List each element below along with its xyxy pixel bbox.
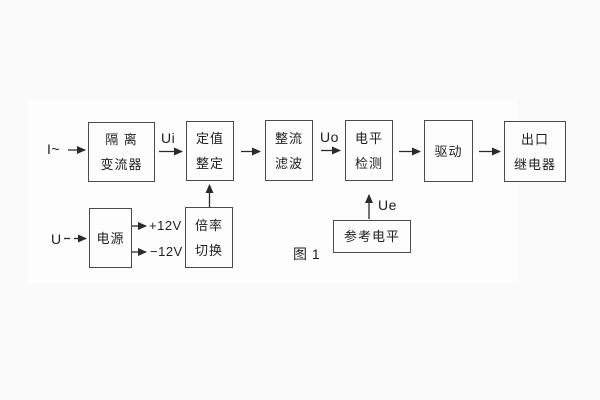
block-isolation-transformer: 隔 离 变流器 (88, 122, 155, 182)
label-ui-signal: Ui (161, 130, 176, 146)
block-label: 滤波 (274, 155, 303, 171)
block-label: 切换 (194, 242, 223, 258)
block-level-detector: 电平 检测 (345, 120, 393, 181)
block-label: 定值 (195, 131, 224, 146)
block-label: 倍率 (194, 217, 223, 233)
block-label: 整定 (195, 156, 224, 171)
block-power-supply: 电源 (89, 208, 132, 268)
block-output-relay: 出口 继电器 (504, 121, 566, 182)
block-label: 继电器 (513, 156, 556, 172)
label-current-input: I~ (47, 141, 61, 157)
label-voltage-input: U (51, 231, 62, 247)
label-minus-12v: −12V (150, 244, 183, 259)
block-driver: 驱动 (424, 120, 473, 182)
block-label: 整流 (274, 130, 303, 146)
block-label: 隔 离 (105, 132, 138, 147)
block-label: 电平 (354, 130, 383, 146)
block-reference-level: 参考电平 (333, 220, 411, 253)
block-setpoint-adjust: 定值 整定 (186, 121, 234, 181)
label-uo-signal: Uo (320, 129, 339, 145)
label-ue-signal: Ue (378, 197, 397, 213)
figure-caption: 图 1 (293, 246, 321, 262)
block-ratio-switch: 倍率 切换 (185, 207, 233, 268)
block-label: 变流器 (100, 157, 143, 172)
block-label: 出口 (520, 131, 549, 147)
block-label: 驱动 (434, 143, 463, 159)
block-label: 参考电平 (343, 229, 400, 244)
block-rectifier-filter: 整流 滤波 (265, 120, 313, 181)
block-label: 电源 (96, 230, 125, 246)
label-plus-12v: +12V (149, 218, 182, 233)
block-label: 检测 (354, 155, 383, 171)
